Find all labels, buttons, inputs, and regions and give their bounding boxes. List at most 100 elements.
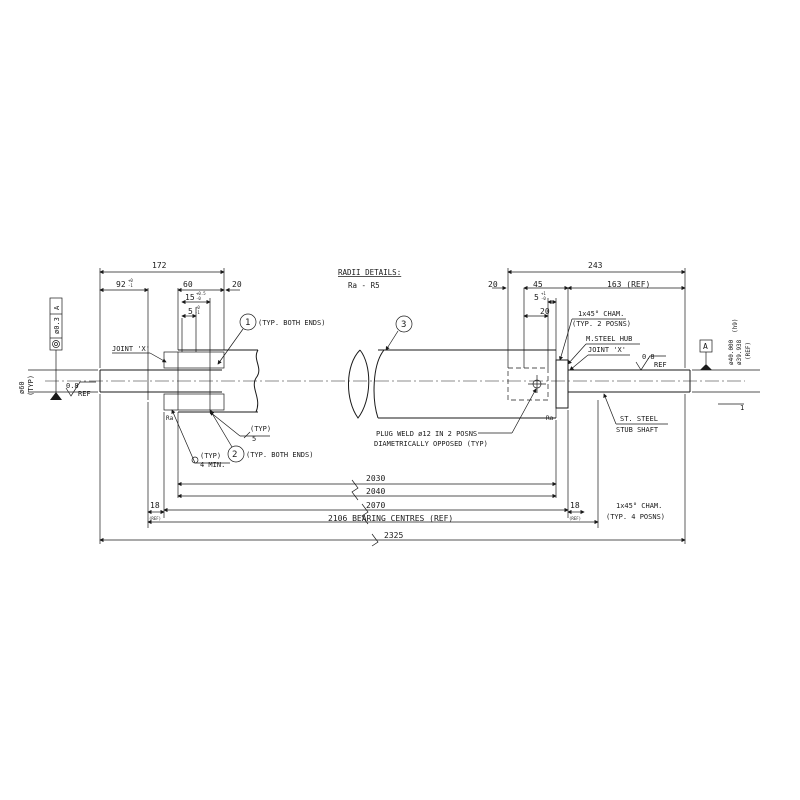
dim-172: 172 — [152, 261, 167, 270]
ref-small-right: (REF) — [569, 516, 581, 521]
dim-45: 45 — [533, 280, 543, 289]
dim-163: 163 (REF) — [607, 280, 650, 289]
datum-a: A — [703, 342, 708, 351]
svg-text:2: 2 — [232, 450, 237, 460]
dim-5-right: 5 — [534, 293, 539, 302]
dim-5-right-tol2: -0 — [541, 296, 546, 301]
weld-min: 4 MIN. — [200, 461, 225, 469]
surface-left-ref: REF — [78, 390, 91, 398]
dim-15-tol2: -0 — [196, 296, 201, 301]
dim-18-left: 18 — [150, 501, 160, 510]
left-stub-shaft — [99, 362, 222, 400]
dim-2325: 2325 — [384, 531, 403, 540]
concentricity-symbol-icon — [52, 340, 60, 348]
dim-2040: 2040 — [366, 487, 385, 496]
plug-weld-2: DIAMETRICALLY OPPOSED (TYP) — [374, 440, 488, 448]
break-line-icon — [351, 479, 359, 501]
radii-title: RADII DETAILS: — [338, 268, 401, 277]
ra-left: Ra — [166, 415, 174, 422]
dia-60-typ: (TYP) — [27, 375, 35, 396]
left-fcf: ø0.3 A — [49, 297, 63, 400]
weld-typ2: (TYP) — [200, 452, 221, 460]
top-left-dimensions: 172 92 +0 -1 60 20 15 +0.5 -0 5 +0 -1 — [99, 261, 242, 368]
dim-2106: 2106 BEARING CENTRES (REF) — [328, 514, 453, 523]
datum-triangle-icon — [50, 392, 62, 400]
chamfer-bottom-note: (TYP. 4 POSNS) — [606, 513, 665, 521]
dia-40-b: ø39.938 — [736, 339, 743, 365]
chamfer-top: 1x45° CHAM. — [578, 310, 624, 318]
dim-60: 60 — [183, 280, 193, 289]
dim-243: 243 — [588, 261, 603, 270]
dim-2070: 2070 — [366, 501, 385, 510]
radii-value: Ra - R5 — [348, 281, 380, 290]
dia-40-fit: (h9) — [732, 319, 739, 333]
surface-finish-icon — [635, 355, 666, 371]
left-hub — [163, 351, 225, 411]
dim-5-right-tol: +1 — [541, 291, 546, 296]
dim-15-tol: +0.5 — [196, 291, 206, 296]
dim-92: 92 — [116, 280, 126, 289]
joint-x-right: JOINT 'X' — [569, 346, 630, 371]
dim-5-left-tol2: -1 — [195, 310, 200, 315]
plug-weld-1: PLUG WELD ø12 IN 2 POSNS — [376, 430, 477, 438]
dim-5-left-tol: +0 — [195, 305, 200, 310]
right-hub — [507, 359, 569, 409]
surface-right-ref: REF — [654, 361, 667, 369]
item-balloon-2: 2 (TYP. BOTH ENDS) — [209, 409, 313, 463]
right-surface-finish: 0.8 REF — [635, 353, 667, 371]
joint-x-right-label: JOINT 'X' — [588, 346, 626, 354]
dim-20-left: 20 — [232, 280, 242, 289]
dim-92-tol-minus: -1 — [128, 283, 133, 288]
item1-note: (TYP. BOTH ENDS) — [258, 319, 325, 327]
fillet-weld-icon — [243, 431, 251, 439]
tube-right-segment — [348, 349, 557, 419]
fcf-datum: A — [53, 305, 61, 310]
dia-60: ø60 — [18, 381, 26, 394]
left-surface-finish: 0.8 REF — [65, 381, 96, 398]
ra-right: Ra — [546, 415, 554, 422]
dim-15: 15 — [185, 293, 195, 302]
stub-shaft-label: ST. STEEL STUB SHAFT — [603, 393, 668, 434]
break-line-icon — [253, 349, 260, 413]
stub-shaft-2: STUB SHAFT — [616, 426, 659, 434]
dim-20-right-a: 20 — [488, 280, 498, 289]
datum-a-right: A — [699, 339, 713, 370]
surface-left: 0.8 — [66, 382, 79, 390]
weld-symbols-left: (TYP) 5 (TYP) 4 MIN. — [171, 409, 271, 469]
dim-20-right-b: 20 — [540, 307, 550, 316]
radii-details: RADII DETAILS: Ra - R5 — [338, 268, 401, 290]
joint-x-left-label: JOINT 'X' — [112, 345, 150, 353]
axis-mark: 1 — [740, 404, 744, 412]
chamfer-bottom-label: 1x45° CHAM. (TYP. 4 POSNS) — [606, 502, 665, 521]
svg-text:1: 1 — [245, 318, 250, 328]
dim-92-tol-plus: +0 — [128, 278, 133, 283]
item2-note: (TYP. BOTH ENDS) — [246, 451, 313, 459]
chamfer-top-note: (TYP. 2 POSNS) — [572, 320, 631, 328]
weld-size: 5 — [252, 435, 256, 443]
item-balloon-1: 1 (TYP. BOTH ENDS) — [217, 313, 325, 365]
steel-hub: M.STEEL HUB — [586, 335, 632, 343]
left-dia-60: ø60 (TYP) — [18, 369, 98, 396]
svg-text:3: 3 — [401, 320, 406, 330]
dim-5-left: 5 — [188, 307, 193, 316]
dim-18-right: 18 — [570, 501, 580, 510]
dim-2030: 2030 — [366, 474, 385, 483]
right-dia-40: ø40.000 ø39.938 (h9) (REF) 1 — [692, 319, 760, 412]
stub-shaft-1: ST. STEEL — [620, 415, 658, 423]
dia-40-a: ø40.000 — [728, 339, 735, 365]
ref-small-left: (REF) — [149, 516, 161, 521]
top-right-dimensions: 243 20 45 163 (REF) 5 +1 -0 20 — [488, 261, 686, 368]
dia-40-ref: (REF) — [745, 342, 752, 360]
right-stub-shaft — [568, 369, 691, 393]
datum-triangle-icon — [700, 364, 712, 370]
right-chamfer-top: 1x45° CHAM. (TYP. 2 POSNS) — [558, 310, 631, 361]
item-balloon-3: 3 — [385, 315, 413, 351]
tube-left-segment — [178, 349, 260, 413]
steel-hub-label: M.STEEL HUB — [567, 335, 640, 365]
joint-x-left: JOINT 'X' — [112, 345, 167, 363]
weld-typ: (TYP) — [250, 425, 271, 433]
bottom-dimensions: 2030 2040 2070 2106 BEARING CENTRES (REF… — [99, 394, 686, 547]
fcf-tolerance: ø0.3 — [53, 317, 61, 334]
chamfer-bottom: 1x45° CHAM. — [616, 502, 662, 510]
